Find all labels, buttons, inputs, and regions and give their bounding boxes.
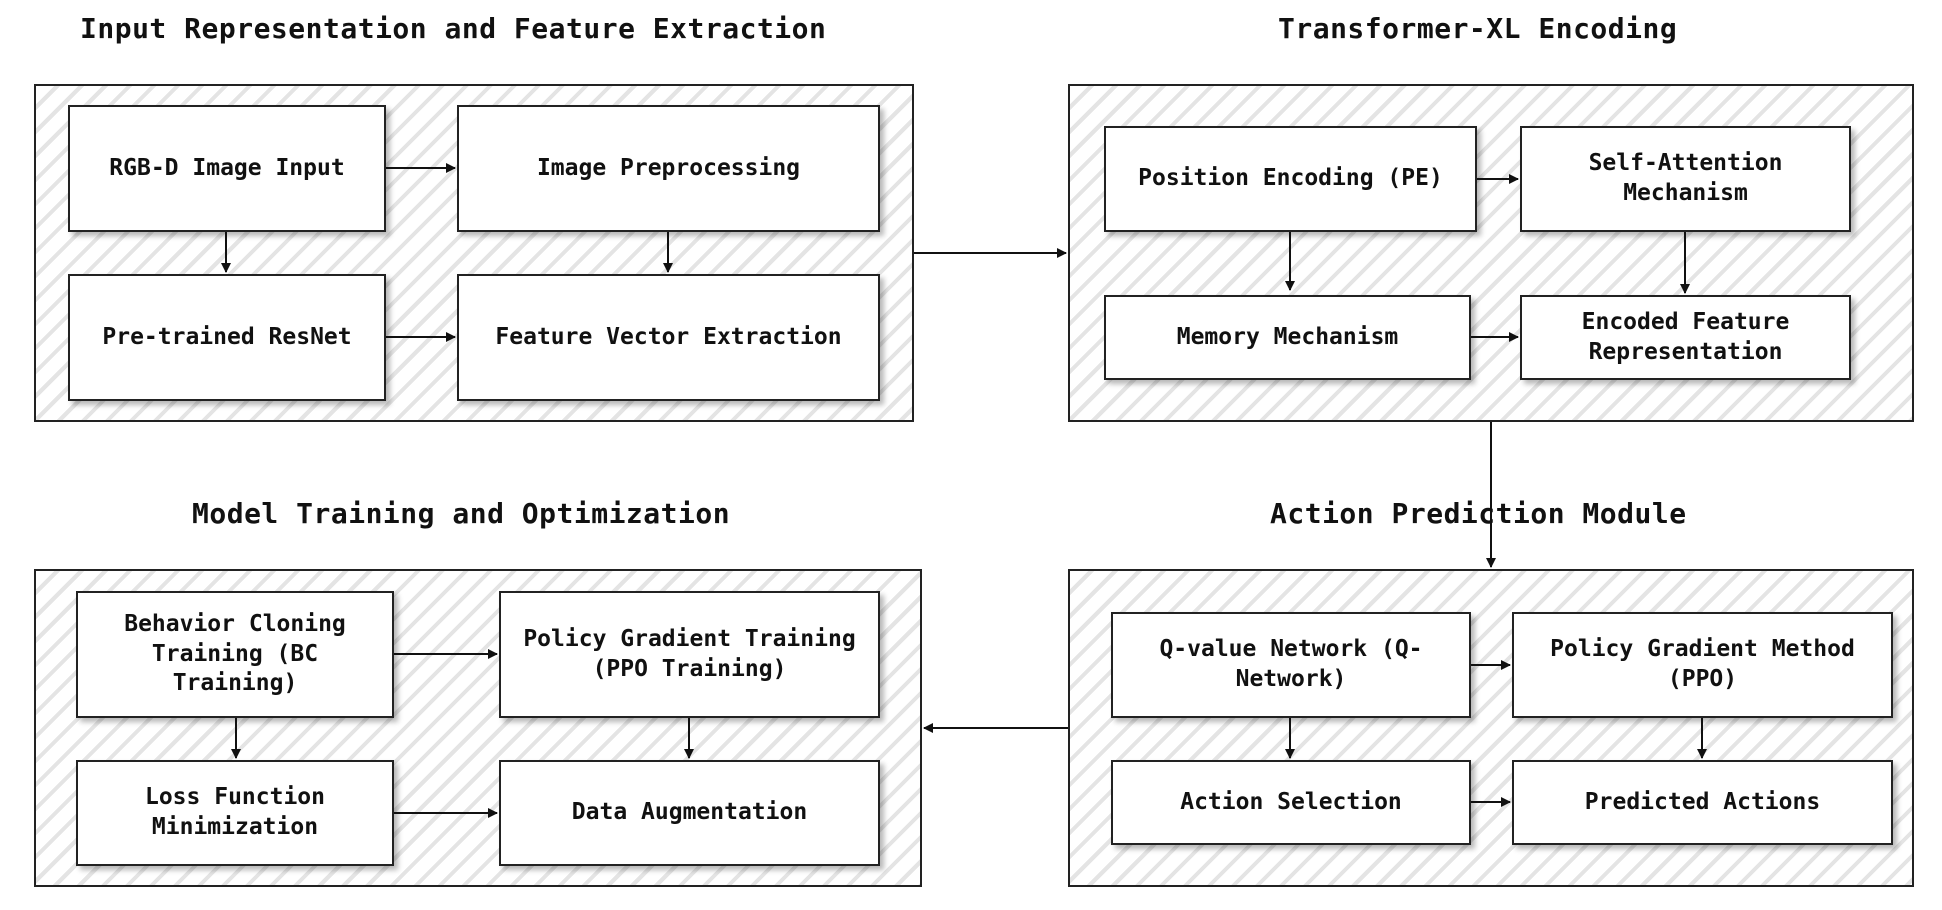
self-attention-box: Self-Attention Mechanism xyxy=(1520,126,1851,232)
encoded-feature-box: Encoded Feature Representation xyxy=(1520,295,1851,380)
behavior-cloning-box: Behavior Cloning Training (BC Training) xyxy=(76,591,394,718)
predicted-actions-box: Predicted Actions xyxy=(1512,760,1893,845)
section-title-action: Action Prediction Module xyxy=(1270,497,1687,530)
policy-gradient-method-box: Policy Gradient Method (PPO) xyxy=(1512,612,1893,718)
section-title-input: Input Representation and Feature Extract… xyxy=(80,12,827,45)
policy-gradient-training-box: Policy Gradient Training (PPO Training) xyxy=(499,591,880,718)
position-encoding-box: Position Encoding (PE) xyxy=(1104,126,1477,232)
section-title-transformer: Transformer-XL Encoding xyxy=(1278,12,1678,45)
pretrained-resnet-box: Pre-trained ResNet xyxy=(68,274,386,401)
rgbd-image-input-box: RGB-D Image Input xyxy=(68,105,386,232)
memory-mechanism-box: Memory Mechanism xyxy=(1104,295,1471,380)
action-selection-box: Action Selection xyxy=(1111,760,1471,845)
q-value-network-box: Q-value Network (Q-Network) xyxy=(1111,612,1471,718)
image-preprocessing-box: Image Preprocessing xyxy=(457,105,880,232)
loss-function-box: Loss Function Minimization xyxy=(76,760,394,866)
feature-vector-extraction-box: Feature Vector Extraction xyxy=(457,274,880,401)
section-title-training: Model Training and Optimization xyxy=(192,497,731,530)
data-augmentation-box: Data Augmentation xyxy=(499,760,880,866)
